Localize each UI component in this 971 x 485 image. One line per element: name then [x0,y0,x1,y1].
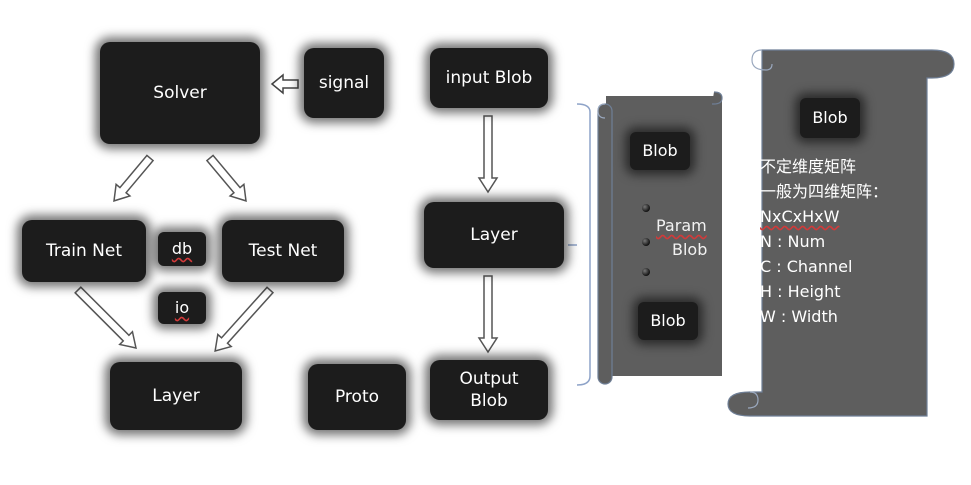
train-net-node: Train Net [22,220,146,282]
proto-label: Proto [334,387,380,407]
blob-desc-line: C : Channel [760,257,853,276]
test-to-layer-arrow [214,286,275,352]
param-dot-2 [642,238,650,246]
output-blob-node: Output Blob [430,360,548,420]
proto-node: Proto [308,364,406,430]
solver-to-test-arrow [205,154,247,202]
layer-blob-top-label: Blob [642,141,678,160]
blob-desc-line: NxCxHxW [760,207,840,226]
db-label: db [171,239,193,258]
signal-node: signal [304,48,384,118]
blob-detail-blob: Blob [800,98,860,138]
layer-mid-node: Layer [424,202,564,268]
layer-blob-bottom: Blob [638,302,698,340]
layer-left-node: Layer [110,362,242,430]
db-node: db [158,232,206,266]
blob-description: 不定维度矩阵 一般为四维矩阵： NxCxHxW N : Num C : Chan… [760,154,940,329]
blob-desc-line: N : Num [760,232,826,251]
solver-label: Solver [153,83,207,103]
blob-detail-blob-label: Blob [812,108,848,127]
test-net-node: Test Net [222,220,344,282]
solver-node: Solver [100,42,260,144]
train-to-layer-arrow [74,286,137,349]
output-blob-label-line2: Blob [470,391,508,411]
layer-left-label: Layer [152,386,200,406]
param-label-line1: Param [656,216,707,235]
test-net-label: Test Net [248,241,318,261]
train-net-label: Train Net [45,241,123,261]
signal-to-solver-arrow [270,73,299,95]
io-node: io [158,292,206,324]
input-blob-node: input Blob [430,48,548,108]
layer-mid-label: Layer [470,225,518,245]
signal-label: signal [318,73,370,93]
blob-desc-line: 不定维度矩阵 [760,157,857,176]
blob-desc-line: 一般为四维矩阵： [760,182,889,201]
solver-to-train-arrow [113,154,155,202]
blob-detail-scroll [727,49,955,417]
layer-detail-bracket [568,103,591,386]
param-dot-3 [642,268,650,276]
input-to-layer-arrow [477,115,499,194]
layer-to-output-arrow [477,275,499,354]
layer-blob-bottom-label: Blob [650,311,686,330]
param-label-line2: Blob [672,240,708,259]
param-dot-1 [642,204,650,212]
input-blob-label: input Blob [445,68,533,88]
layer-blob-top: Blob [630,132,690,170]
output-blob-label-line1: Output [459,369,519,389]
blob-desc-line: W : Width [760,307,838,326]
blob-desc-line: H : Height [760,282,841,301]
io-label: io [174,298,190,317]
